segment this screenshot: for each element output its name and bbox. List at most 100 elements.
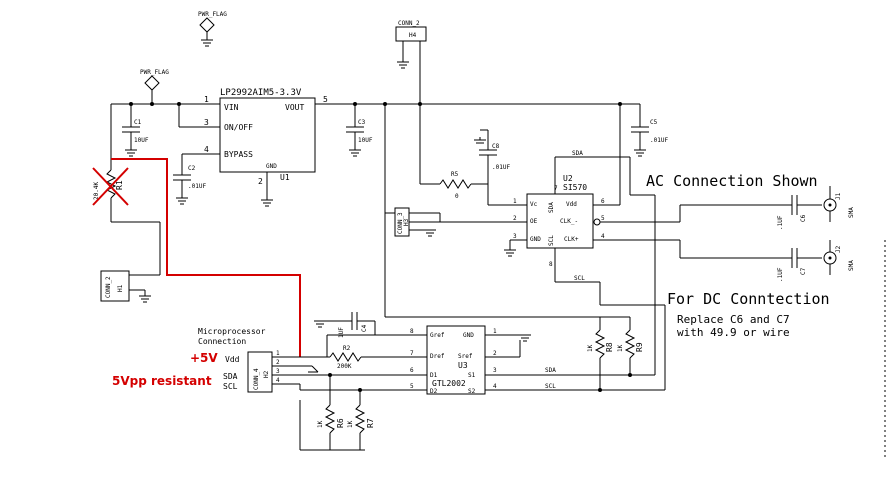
u3-pin2: 2 xyxy=(493,350,497,357)
u3-s1: S1 xyxy=(468,372,476,379)
r1-resistor: 20.4K R1 xyxy=(92,165,161,275)
u1-pin1: 1 xyxy=(204,95,209,104)
c1-ref: C1 xyxy=(134,119,142,126)
h2-pin1: 1 xyxy=(276,350,280,357)
dc-connection-label: For DC Conntection xyxy=(667,290,830,308)
u1-gnd: GND xyxy=(266,163,277,170)
c7-value: .1UF xyxy=(777,267,784,282)
r2-ref: R2 xyxy=(343,345,351,352)
u1-pin2: 2 xyxy=(258,177,263,186)
c8-ref: C8 xyxy=(492,143,500,150)
r1-ref: R1 xyxy=(115,180,124,190)
u3-wiring: 8 7 6 5 1 2 3 4 xyxy=(299,213,600,451)
replace-line1: Replace C6 and C7 xyxy=(677,313,790,326)
u2-pin2: 2 xyxy=(513,215,517,222)
r5-resistor: R5 0 xyxy=(419,104,527,206)
c4-ref: C4 xyxy=(361,324,368,332)
red-jumper-wire xyxy=(111,158,301,357)
r9-ref: R9 xyxy=(635,342,644,352)
r8-resistor: 1K R8 xyxy=(587,317,614,392)
c8-capacitor: C8 .01UF xyxy=(474,129,510,184)
c2-capacitor: C2 .01UF xyxy=(173,153,220,205)
j1-ref: J1 xyxy=(835,192,842,200)
net-sda-top: SDA xyxy=(572,150,583,157)
u1-part: LP2992AIM5-3.3V xyxy=(220,88,302,98)
h1-connector: CONN_2 H1 xyxy=(100,270,160,303)
h2-pin4: 4 xyxy=(276,377,280,384)
output-rail xyxy=(315,102,640,106)
pwr-flag-top-symbol xyxy=(199,17,215,33)
u3-pin7: 7 xyxy=(410,350,414,357)
u1-body xyxy=(219,97,316,173)
net-scl-top: SCL xyxy=(574,275,585,282)
c5-value: .01UF xyxy=(650,137,668,144)
pwr-flag-left: PWR_FLAG xyxy=(140,69,169,104)
u2-scl: SCL xyxy=(548,235,555,246)
pwr-flag-top-label: PWR_FLAG xyxy=(198,11,227,18)
u2-gnd: GND xyxy=(530,236,541,243)
r5-ref: R5 xyxy=(451,171,459,178)
u3-pin3: 3 xyxy=(493,367,497,374)
input-rail xyxy=(110,102,220,165)
c6-value: .1UF xyxy=(777,215,784,230)
u2-pin5: 5 xyxy=(601,215,605,222)
u2-pin3: 3 xyxy=(513,233,517,240)
r9-resistor: 1K R9 xyxy=(600,316,644,377)
j2-type: SMA xyxy=(848,260,855,271)
j2-ref: J2 xyxy=(835,245,842,253)
r7-resistor: 1K R7 xyxy=(347,388,375,450)
c3-value: 10UF xyxy=(358,137,373,144)
c2-value: .01UF xyxy=(188,183,206,190)
r8-ref: R8 xyxy=(605,342,614,352)
u2-vc: Vc xyxy=(530,201,538,208)
h1-conn: CONN_2 xyxy=(105,276,112,298)
c4-value: 1UF xyxy=(338,327,345,338)
h2-ref: H2 xyxy=(263,370,270,378)
u3-d1: D1 xyxy=(430,372,438,379)
u3-gtl2002: Gref GND Dref Sref D1 S1 D2 S2 U3 GTL200… xyxy=(426,304,666,395)
u2-ref: U2 xyxy=(563,174,573,183)
u2-pin8: 8 xyxy=(549,261,553,268)
u3-pin1: 1 xyxy=(493,328,497,335)
r6-resistor: 1K R6 xyxy=(317,373,345,450)
u3-sref: Sref xyxy=(458,353,473,360)
h4-conn: CONN_2 xyxy=(398,20,420,27)
r9-value: 1K xyxy=(617,344,624,352)
h3-conn: CONN_3 xyxy=(397,212,404,234)
j2-sma: J2 SMA xyxy=(823,240,855,275)
r8-value: 1K xyxy=(587,344,594,352)
u2-pin4: 4 xyxy=(601,233,605,240)
u2-pin7: 7 xyxy=(554,185,558,192)
h3-connector: CONN_3 H3 xyxy=(384,104,441,237)
u3-dref: Dref xyxy=(430,353,445,360)
c6-capacitor: .1UF C6 xyxy=(679,195,822,230)
u1-onoff: ON/OFF xyxy=(224,123,253,132)
c1-value: 10UF xyxy=(134,137,149,144)
r7-ref: R7 xyxy=(366,418,375,428)
u2-sda: SDA xyxy=(548,202,555,213)
u2-body xyxy=(526,193,594,249)
r6-ref: R6 xyxy=(336,418,345,428)
u2-si570: SI570 U2 Vc OE GND Vdd CLK_- CLK+ SDA SC… xyxy=(440,104,680,375)
u3-pin4: 4 xyxy=(493,383,497,390)
r2-value: 200K xyxy=(337,363,352,370)
micro-label-2: Connection xyxy=(198,337,246,346)
pwr-flag-left-label: PWR_FLAG xyxy=(140,69,169,76)
h1-body xyxy=(100,270,130,302)
c5-capacitor: C5 .01UF xyxy=(631,104,668,157)
c2-ref: C2 xyxy=(188,165,196,172)
c5-ref: C5 xyxy=(650,119,658,126)
h2-pin2: 2 xyxy=(276,359,280,366)
sda-label: SDA xyxy=(223,372,238,381)
replace-line2: with 49.9 or wire xyxy=(677,326,790,339)
r7-value: 1K xyxy=(347,420,354,428)
pwr-flag-top: PWR_FLAG xyxy=(198,11,227,47)
u2-pin1: 1 xyxy=(513,198,517,205)
u2-vdd: Vdd xyxy=(566,201,577,208)
c1-capacitor: C1 10UF xyxy=(122,104,149,157)
u3-ref: U3 xyxy=(458,361,468,370)
h2-connector: CONN_4 H2 1 2 3 4 xyxy=(247,350,319,393)
c7-capacitor: .1UF C7 xyxy=(679,240,822,282)
u3-gnd: GND xyxy=(463,332,474,339)
